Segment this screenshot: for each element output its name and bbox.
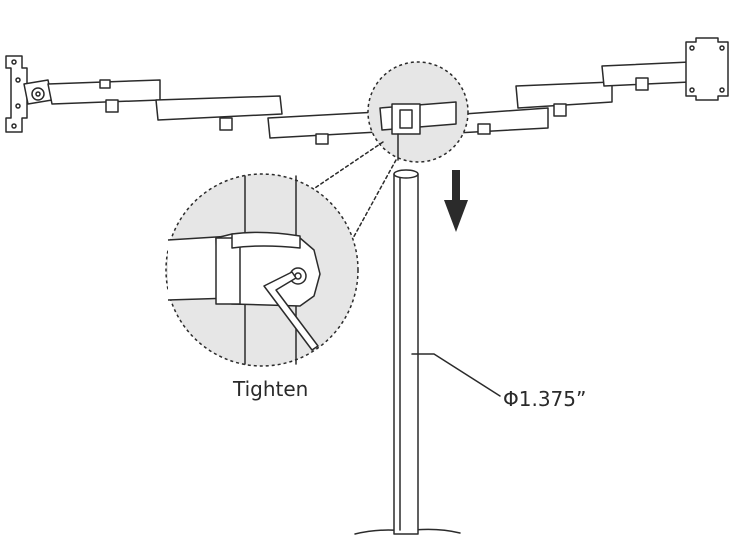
magnified-clamp-detail bbox=[165, 173, 359, 367]
diameter-leader-line bbox=[411, 353, 501, 397]
callout-connector-top bbox=[302, 141, 384, 197]
left-vesa-plate bbox=[5, 55, 28, 133]
tighten-label: Tighten bbox=[233, 377, 309, 401]
desk-pole bbox=[393, 169, 419, 535]
clamp-highlight-circle bbox=[367, 61, 469, 163]
pole-diameter-label: Φ1.375” bbox=[503, 387, 587, 411]
left-monitor-arm bbox=[5, 55, 379, 145]
callout-connector-bottom bbox=[351, 159, 397, 241]
down-arrow-icon bbox=[444, 170, 468, 232]
allen-key-icon bbox=[263, 271, 319, 351]
right-vesa-plate bbox=[685, 37, 729, 101]
right-monitor-arm bbox=[435, 37, 729, 135]
